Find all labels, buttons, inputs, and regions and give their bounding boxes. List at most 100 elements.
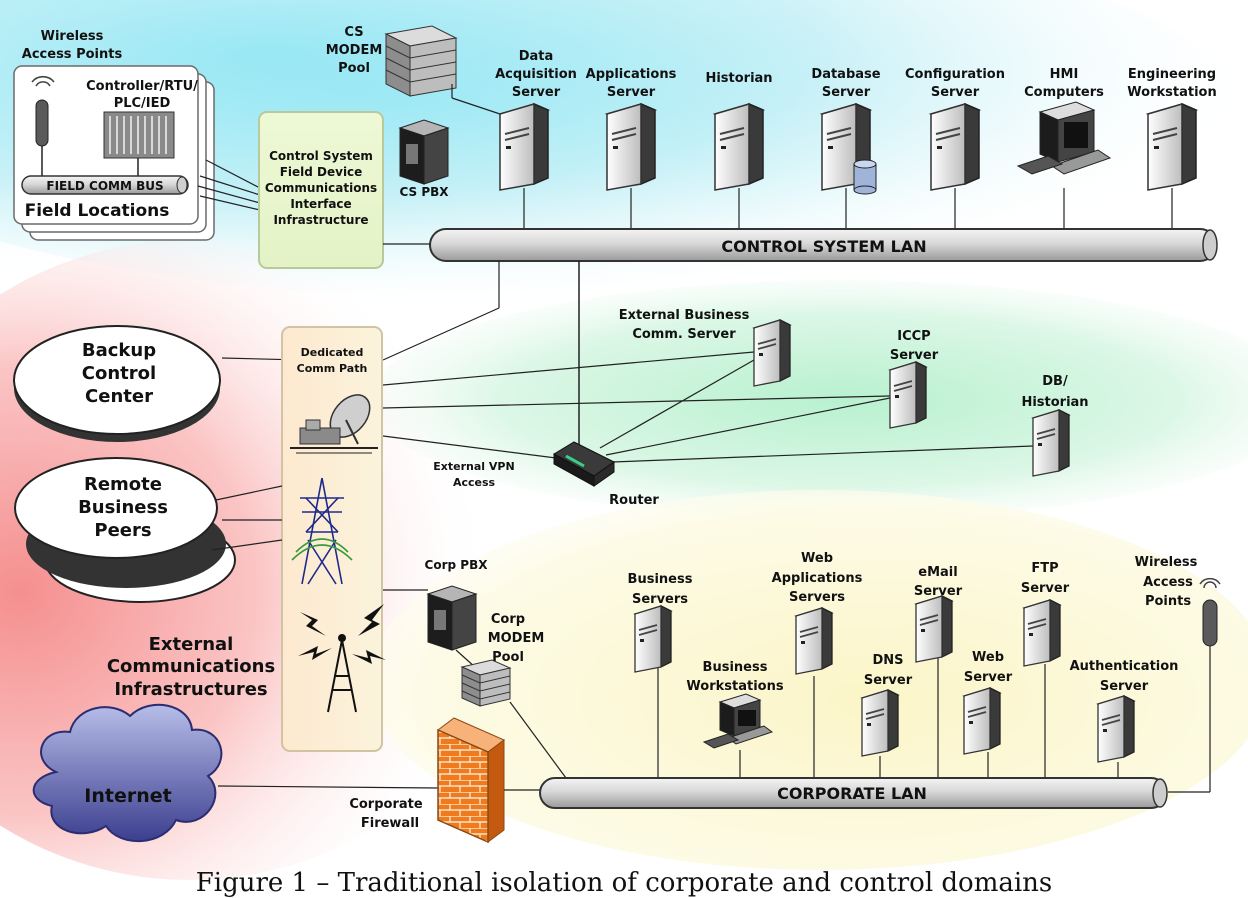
cs-modem-pool-icon (384, 25, 458, 97)
data-acq-server-label: Acquisition (495, 67, 577, 82)
iccp-server-icon (889, 361, 927, 429)
hmi-server-label: HMI (1050, 67, 1079, 82)
engineering-server-icon (1147, 103, 1197, 191)
control-servers: DataAcquisitionServerApplicationsServerH… (495, 49, 1217, 229)
svg-text:Wireless: Wireless (1135, 555, 1198, 570)
historian-server-label: Historian (705, 71, 772, 86)
field-wireless-label-1: Wireless (41, 29, 104, 44)
corp-modem-label-2: MODEM (488, 631, 545, 646)
field-wireless-label-2: Access Points (22, 47, 123, 62)
svg-text:Server: Server (1100, 679, 1149, 694)
svg-text:eMail: eMail (918, 565, 957, 580)
iccp-label-1: ICCP (897, 329, 930, 344)
svg-text:Authentication: Authentication (1070, 659, 1179, 674)
control-infra-box (258, 111, 384, 269)
controller-label-1: Controller/RTU/ (86, 79, 198, 94)
control-lan-label: CONTROL SYSTEM LAN (721, 237, 926, 256)
field-comm-bus (21, 175, 189, 195)
svg-text:Communications: Communications (265, 181, 377, 195)
db-historian-server-icon (1032, 409, 1070, 477)
svg-text:Business: Business (78, 497, 168, 518)
svg-text:Center: Center (85, 386, 153, 407)
ext-business-label-2: Comm. Server (632, 327, 736, 342)
svg-text:Backup: Backup (82, 340, 156, 361)
corp-modem-label-3: Pool (492, 650, 524, 665)
svg-text:Infrastructure: Infrastructure (273, 213, 368, 227)
cs-pbx-label: CS PBX (399, 185, 449, 199)
external-infrastructures-title: External Communications Infrastructures (107, 634, 275, 700)
satellite-dish-icon (290, 394, 378, 454)
radio-tower-icon (298, 604, 386, 713)
firewall-label-2: Firewall (361, 816, 419, 831)
dedicated-label-2: Comm Path (297, 362, 368, 375)
cs-pbx-icon (398, 119, 450, 185)
applications-server-label: Server (607, 85, 656, 100)
svg-text:Points: Points (1145, 594, 1191, 609)
transmission-tower-icon (291, 477, 353, 585)
vpn-label-1: External VPN (433, 460, 514, 473)
corporate-lan: CORPORATE LAN (539, 777, 1168, 809)
svg-text:FTP: FTP (1031, 561, 1058, 576)
svg-text:Control System: Control System (269, 149, 373, 163)
applications-server-icon (606, 103, 656, 191)
database-cylinder-icon (853, 159, 877, 195)
svg-text:Web: Web (972, 650, 1004, 665)
svg-text:Control: Control (82, 363, 156, 384)
svg-text:Server: Server (964, 670, 1013, 685)
corp-modem-label-1: Corp (491, 612, 525, 627)
auth-server-icon (1097, 695, 1135, 763)
field-comm-bus-label: FIELD COMM BUS (46, 179, 163, 193)
control-system-lan: CONTROL SYSTEM LAN (429, 228, 1218, 262)
svg-text:External: External (149, 634, 234, 655)
web-app-server-icon (795, 607, 833, 675)
applications-server-label: Applications (586, 67, 677, 82)
svg-text:Interface: Interface (290, 197, 351, 211)
plc-rack-icon (103, 111, 175, 176)
dns-server-icon (861, 689, 899, 757)
data-acq-server-icon (499, 103, 549, 191)
engineering-server-label: Engineering (1128, 67, 1216, 82)
field-locations-panel: FIELD COMM BUS Field Locations Wireless … (13, 29, 215, 241)
svg-text:Servers: Servers (789, 590, 845, 605)
configuration-server-label: Configuration (905, 67, 1005, 82)
router-label: Router (609, 493, 659, 508)
remote-business-peers: Remote Business Peers (14, 457, 236, 603)
svg-text:Server: Server (864, 673, 913, 688)
cs-modem-label-2: MODEM (326, 43, 383, 58)
svg-text:Business: Business (703, 660, 768, 675)
ext-business-label-1: External Business (619, 308, 750, 323)
internet-cloud: Internet (32, 703, 223, 842)
svg-text:Communications: Communications (107, 656, 275, 677)
database-server-label: Server (822, 85, 871, 100)
backup-control-center: Backup Control Center (13, 325, 221, 442)
db-historian-label-2: Historian (1021, 395, 1088, 410)
router-icon (552, 441, 615, 487)
database-server-label: Database (811, 67, 880, 82)
internet-label: Internet (84, 785, 171, 807)
svg-text:DNS: DNS (872, 653, 903, 668)
ext-business-server-icon (753, 319, 791, 387)
svg-text:Access: Access (1143, 575, 1193, 590)
iccp-label-2: Server (890, 348, 939, 363)
corporate-lan-label: CORPORATE LAN (777, 784, 927, 803)
svg-text:Web: Web (801, 551, 833, 566)
svg-text:Business: Business (628, 572, 693, 587)
corporate-firewall-icon (437, 717, 505, 844)
data-acq-server-label: Server (512, 85, 561, 100)
hmi-server-label: Computers (1024, 85, 1104, 100)
svg-text:Field Device: Field Device (280, 165, 363, 179)
cs-modem-label-1: CS (344, 25, 363, 40)
business-server-icon (634, 605, 672, 673)
firewall-label-1: Corporate (349, 797, 423, 812)
cs-modem-label-3: Pool (338, 61, 370, 76)
email-server-icon (915, 595, 953, 663)
figure-caption: Figure 1 – Traditional isolation of corp… (195, 868, 1053, 898)
svg-text:Servers: Servers (632, 592, 688, 607)
svg-text:Remote: Remote (84, 474, 162, 495)
svg-text:Infrastructures: Infrastructures (114, 679, 267, 700)
web-server-icon (963, 687, 1001, 755)
configuration-server-label: Server (931, 85, 980, 100)
svg-text:Workstations: Workstations (686, 679, 783, 694)
corporate-servers (634, 577, 1221, 793)
